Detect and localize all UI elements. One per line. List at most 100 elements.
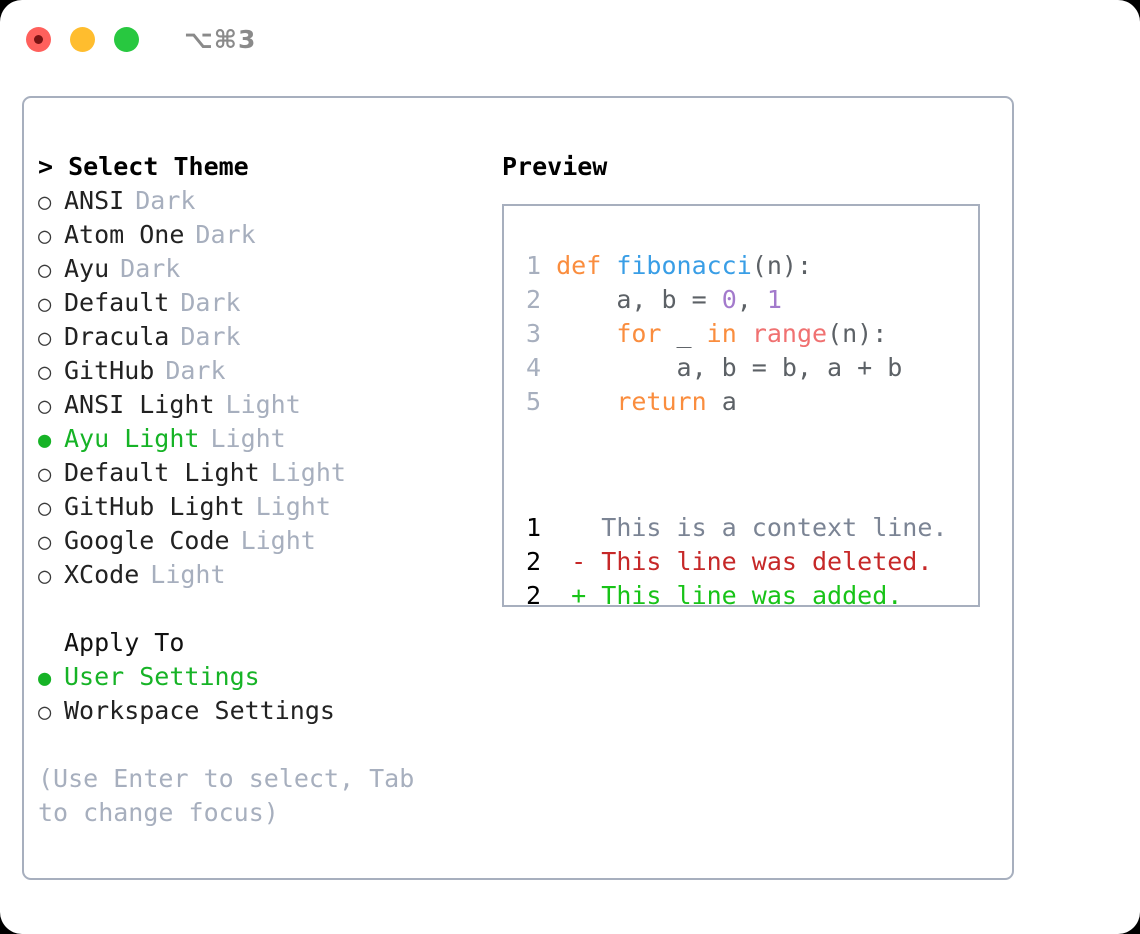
line-number: 3 (526, 319, 557, 348)
theme-variant: Light (255, 492, 331, 521)
minimize-button[interactable] (70, 26, 95, 52)
diff-line: 2 - This line was deleted. (526, 545, 947, 579)
theme-list-item[interactable]: ○ Default Light Light (38, 456, 478, 490)
keyboard-hint: (Use Enter to select, Tab to change focu… (38, 764, 430, 827)
theme-variant: Light (150, 560, 226, 589)
select-theme-heading: > Select Theme (38, 152, 249, 181)
code-token (556, 319, 616, 348)
line-number: 2 (526, 285, 557, 314)
preview-column: Preview (502, 150, 1002, 184)
diff-sample: 1 This is a context line.2 - This line w… (526, 511, 947, 613)
theme-name: Atom One (64, 220, 185, 249)
line-number: 1 (526, 251, 557, 280)
radio-unselected-icon: ○ (38, 360, 52, 385)
keyboard-shortcut-label: ⌥⌘3 (184, 24, 257, 54)
apply-to-name: User Settings (64, 662, 260, 691)
line-number: 2 (526, 581, 572, 610)
apply-to-list[interactable]: ● User Settings ○ Workspace Settings (38, 660, 478, 728)
radio-unselected-icon: ○ (38, 292, 52, 317)
theme-variant: Light (240, 526, 316, 555)
code-token: (n): (827, 319, 888, 348)
radio-selected-icon: ● (38, 666, 52, 691)
theme-list-item[interactable]: ○ Google Code Light (38, 524, 478, 558)
line-number: 4 (526, 353, 557, 382)
code-token: for (616, 319, 662, 348)
code-line: 2 a, b = 0, 1 (526, 283, 902, 317)
line-number: 5 (526, 387, 557, 416)
title-bar: ⌥⌘3 (0, 0, 1140, 78)
section-spacer (38, 592, 478, 626)
theme-list-item[interactable]: ○ Atom One Dark (38, 218, 478, 252)
close-button[interactable] (26, 26, 51, 52)
theme-variant: Light (225, 390, 301, 419)
radio-unselected-icon: ○ (38, 564, 52, 589)
diff-line: 1 This is a context line. (526, 511, 947, 545)
theme-variant: Dark (180, 322, 241, 351)
code-line: 1 def fibonacci(n): (526, 249, 902, 283)
radio-unselected-icon: ○ (38, 326, 52, 351)
code-line: 5 return a (526, 385, 902, 419)
apply-to-item[interactable]: ○ Workspace Settings (38, 694, 478, 728)
code-token: a (706, 387, 737, 416)
maximize-button[interactable] (114, 26, 139, 52)
theme-list-item[interactable]: ○ XCode Light (38, 558, 478, 592)
apply-to-name: Workspace Settings (64, 696, 335, 725)
window-controls (26, 26, 139, 52)
theme-list-item[interactable]: ○ ANSI Light Light (38, 388, 478, 422)
theme-list-item[interactable]: ○ GitHub Dark (38, 354, 478, 388)
code-token: _ (661, 319, 707, 348)
theme-variant: Dark (165, 356, 226, 385)
code-token: range (751, 319, 828, 348)
theme-name: Default (64, 288, 170, 317)
theme-name: Dracula (64, 322, 170, 351)
theme-name: ANSI (64, 186, 125, 215)
radio-unselected-icon: ○ (38, 224, 52, 249)
code-token: in (706, 319, 737, 348)
code-token: (n): (751, 251, 813, 280)
close-icon (34, 34, 43, 44)
radio-selected-icon: ● (38, 428, 52, 453)
theme-name: GitHub (64, 356, 155, 385)
code-token (601, 251, 616, 280)
line-number: 2 (526, 547, 572, 576)
radio-unselected-icon: ○ (38, 700, 52, 725)
radio-unselected-icon: ○ (38, 190, 52, 215)
radio-unselected-icon: ○ (38, 394, 52, 419)
theme-name: Google Code (64, 526, 230, 555)
theme-variant: Light (270, 458, 346, 487)
theme-variant: Dark (180, 288, 241, 317)
theme-variant: Light (210, 424, 286, 453)
code-token: a, b = b, a + b (556, 353, 903, 382)
hint-spacer (38, 728, 478, 762)
theme-name: XCode (64, 560, 140, 589)
code-token: a, b = (556, 285, 722, 314)
theme-list-item[interactable]: ○ Default Dark (38, 286, 478, 320)
apply-to-item[interactable]: ● User Settings (38, 660, 478, 694)
radio-unselected-icon: ○ (38, 462, 52, 487)
code-line: 4 a, b = b, a + b (526, 351, 902, 385)
line-number: 1 (526, 513, 572, 542)
radio-unselected-icon: ○ (38, 530, 52, 555)
diff-line: 2 + This line was added. (526, 579, 947, 613)
theme-name: GitHub Light (64, 492, 245, 521)
diff-text: This is a context line. (586, 513, 948, 542)
apply-to-heading: Apply To (64, 628, 185, 657)
theme-variant: Dark (195, 220, 256, 249)
code-token: return (616, 387, 707, 416)
theme-name: Default Light (64, 458, 260, 487)
theme-name: ANSI Light (64, 390, 215, 419)
code-token: fibonacci (616, 251, 752, 280)
diff-text: This line was added. (586, 581, 903, 610)
diff-sign: + (571, 581, 587, 610)
theme-list-item[interactable]: ○ Dracula Dark (38, 320, 478, 354)
code-token (737, 319, 752, 348)
